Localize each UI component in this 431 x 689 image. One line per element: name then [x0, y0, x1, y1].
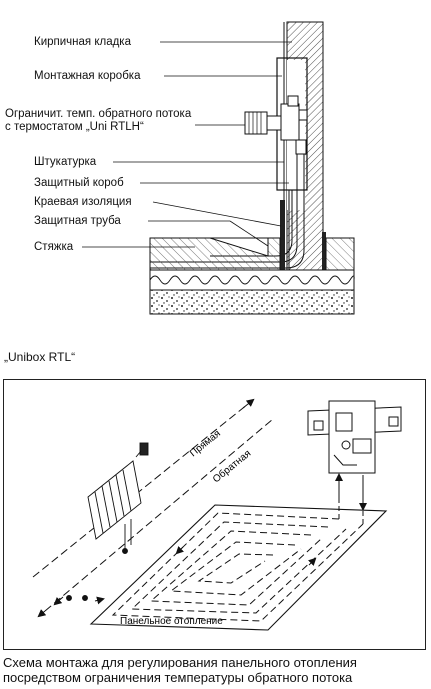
label-limiter-line1: Ограничит. темп. обратного потока [5, 108, 192, 120]
thermostat-valve-icon [244, 95, 308, 155]
radiator-icon [66, 442, 149, 601]
label-limiter-line2: с термостатом „Uni RTLH“ [5, 121, 144, 133]
label-brick: Кирпичная кладка [34, 36, 131, 48]
label-protective-box: Защитный короб [34, 177, 124, 189]
label-plaster: Штукатурка [34, 156, 97, 168]
unibox-icon [307, 400, 402, 474]
section1-caption: „Unibox RTL“ [4, 350, 76, 364]
unibox-connections [335, 473, 367, 524]
insulation-layer [149, 269, 355, 291]
scheme-caption-line2: посредством ограничения температуры обра… [3, 670, 353, 685]
supply-return-lines [32, 398, 274, 618]
heating-coil [111, 512, 364, 622]
label-panel-heating: Панельное отопление [120, 616, 223, 627]
floor-panel [89, 504, 388, 631]
label-screed: Стяжка [34, 241, 74, 253]
label-edge-insulation: Краевая изоляция [34, 196, 132, 208]
scheme-caption: Схема монтажа для регулирования панельно… [3, 655, 357, 685]
label-mounting-box: Монтажная коробка [34, 70, 141, 82]
gravel-base [149, 289, 355, 315]
edge-insulation [280, 200, 326, 290]
installation-scheme-drawing: Прямая Обратная Панельное отопление [32, 398, 402, 631]
coil-arrows [53, 545, 317, 606]
scheme-frame [3, 379, 426, 650]
leader-lines [82, 41, 292, 248]
screed-layer [149, 237, 355, 271]
cross-section-drawing [82, 21, 355, 315]
brick-wall [286, 21, 324, 291]
scheme-caption-line1: Схема монтажа для регулирования панельно… [3, 655, 357, 670]
label-protective-pipe: Защитная труба [34, 215, 121, 227]
label-flow: Прямая [188, 428, 223, 459]
